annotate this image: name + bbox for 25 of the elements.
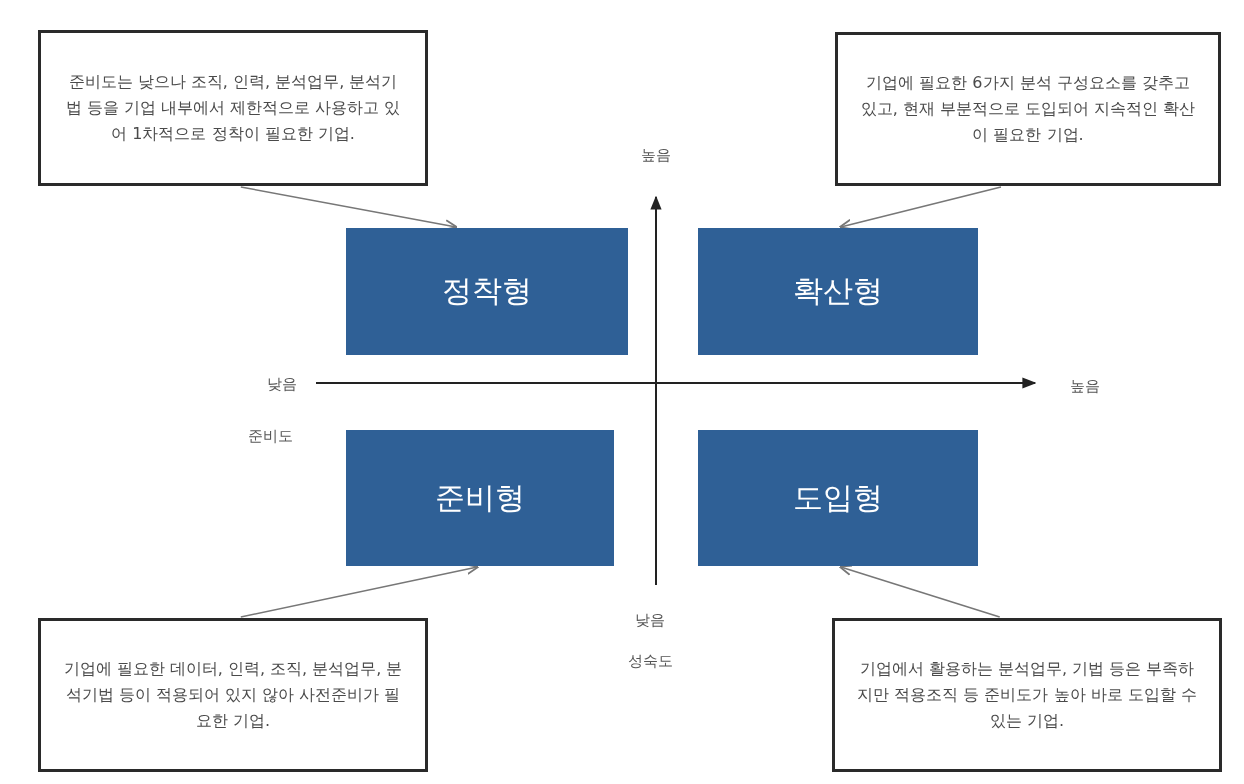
arrow	[838, 186, 1002, 230]
arrow	[838, 564, 1001, 618]
description-text: 기업에서 활용하는 분석업무, 기법 등은 부족하지만 적용조직 등 준비도가 높아 바로 도입할 수 있는 기업.	[856, 658, 1198, 732]
axis-label: 준비도	[247, 426, 293, 446]
quadrant-label: 도입형	[793, 478, 883, 517]
quadrant-box	[346, 228, 628, 355]
arrow	[240, 186, 459, 231]
callout-box	[832, 618, 1222, 772]
quadrant-label: 정착형	[442, 272, 532, 310]
axis-label: 높음	[1070, 376, 1100, 396]
callout-box	[38, 618, 428, 772]
description-text: 기업에 필요한 6가지 분석 구성요소를 갖추고 있고, 현재 부분적으로 도입되어 지속적인 확산이 필요한 기업.	[859, 72, 1197, 146]
axis-label: 낮음	[267, 374, 297, 394]
description-text: 준비도는 낮으나 조직, 인력, 분석업무, 분석기법 등을 기업 내부에서 제한적으로 사용하고 있어 1차적으로 정착이 필요한 기업.	[64, 71, 402, 145]
callout-box	[38, 30, 428, 186]
quadrant-box	[346, 430, 614, 566]
quadrant-box	[698, 228, 978, 355]
description-text: 기업에 필요한 데이터, 인력, 조직, 분석업무, 분석기법 등이 적용되어 있지 않아 사전준비가 필요한 기업.	[62, 658, 404, 732]
axis-label: 낮음	[635, 610, 665, 630]
axis-label: 성숙도	[627, 651, 673, 671]
quadrant-label: 준비형	[435, 478, 525, 517]
axis-label: 높음	[641, 145, 671, 165]
quadrant-box	[698, 430, 978, 566]
quadrant-label: 확산형	[793, 272, 883, 310]
callout-box	[835, 32, 1221, 186]
